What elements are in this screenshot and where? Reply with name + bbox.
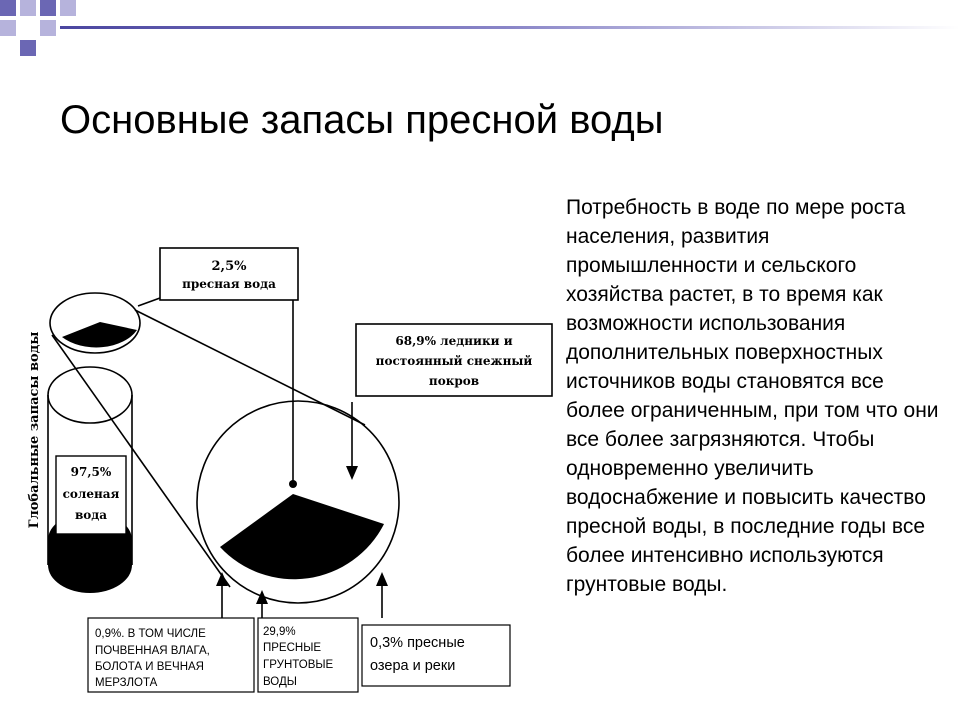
deco-square bbox=[40, 0, 56, 16]
salt-water-percent: 97,5% bbox=[71, 465, 112, 479]
soil-moisture-arrowhead bbox=[216, 572, 228, 586]
salt-water-label-box bbox=[55, 455, 127, 535]
soil-moisture-line2: ПОЧВЕННАЯ ВЛАГА, bbox=[95, 645, 210, 657]
glaciers-arrowhead bbox=[346, 466, 358, 480]
salt-cylinder-top bbox=[47, 366, 133, 424]
salt-water-line1: соленая bbox=[63, 487, 120, 501]
page-title: Основные запасы пресной воды bbox=[60, 98, 664, 142]
link-line bbox=[51, 334, 231, 588]
deco-square bbox=[20, 40, 36, 56]
lakes-rivers-line2: озера и реки bbox=[370, 658, 455, 674]
lakes-rivers-box bbox=[361, 624, 511, 687]
deco-square bbox=[60, 0, 76, 16]
groundwater-line4: ВОДЫ bbox=[263, 676, 297, 688]
soil-moisture-box bbox=[87, 617, 255, 693]
soil-moisture-line4: МЕРЗЛОТА bbox=[95, 677, 158, 689]
fresh-water-label-box bbox=[159, 247, 299, 301]
pointer-dot bbox=[289, 480, 297, 488]
glaciers-label-box bbox=[355, 323, 553, 397]
soil-moisture-line3: БОЛОТА И ВЕЧНАЯ bbox=[95, 661, 204, 673]
lakes-rivers-line1: 0,3% пресные bbox=[370, 635, 465, 651]
salt-water-line2: вода bbox=[75, 508, 107, 522]
fresh-water-label: пресная вода bbox=[182, 277, 276, 291]
fresh-water-fill bbox=[62, 322, 137, 348]
glaciers-line3: покров bbox=[429, 374, 479, 388]
groundwater-line2: ПРЕСНЫЕ bbox=[263, 642, 321, 654]
soil-moisture-line1: 0,9%. В ТОМ ЧИСЛЕ bbox=[95, 628, 206, 640]
groundwater-sector bbox=[220, 494, 384, 580]
glaciers-line2: постоянный снежный bbox=[376, 354, 533, 368]
deco-square bbox=[40, 20, 56, 36]
header-decoration bbox=[0, 0, 960, 56]
link-line bbox=[134, 309, 366, 426]
glaciers-line1: 68,9% ледники и bbox=[395, 334, 512, 348]
axis-label: Глобальные запасы воды bbox=[27, 332, 42, 529]
groundwater-arrowhead bbox=[256, 590, 268, 604]
groundwater-line1: 29,9% bbox=[263, 626, 296, 638]
deco-square bbox=[20, 0, 36, 16]
fresh-water-percent: 2,5% bbox=[212, 259, 248, 274]
groundwater-line3: ГРУНТОВЫЕ bbox=[263, 659, 334, 671]
groundwater-box bbox=[257, 617, 359, 693]
deco-square bbox=[0, 20, 16, 36]
link-line bbox=[137, 297, 161, 307]
body-paragraph: Потребность в воде по мере роста населен… bbox=[566, 196, 939, 596]
deco-line bbox=[60, 26, 960, 29]
lakes-arrowhead bbox=[376, 572, 388, 586]
deco-square bbox=[0, 0, 16, 16]
